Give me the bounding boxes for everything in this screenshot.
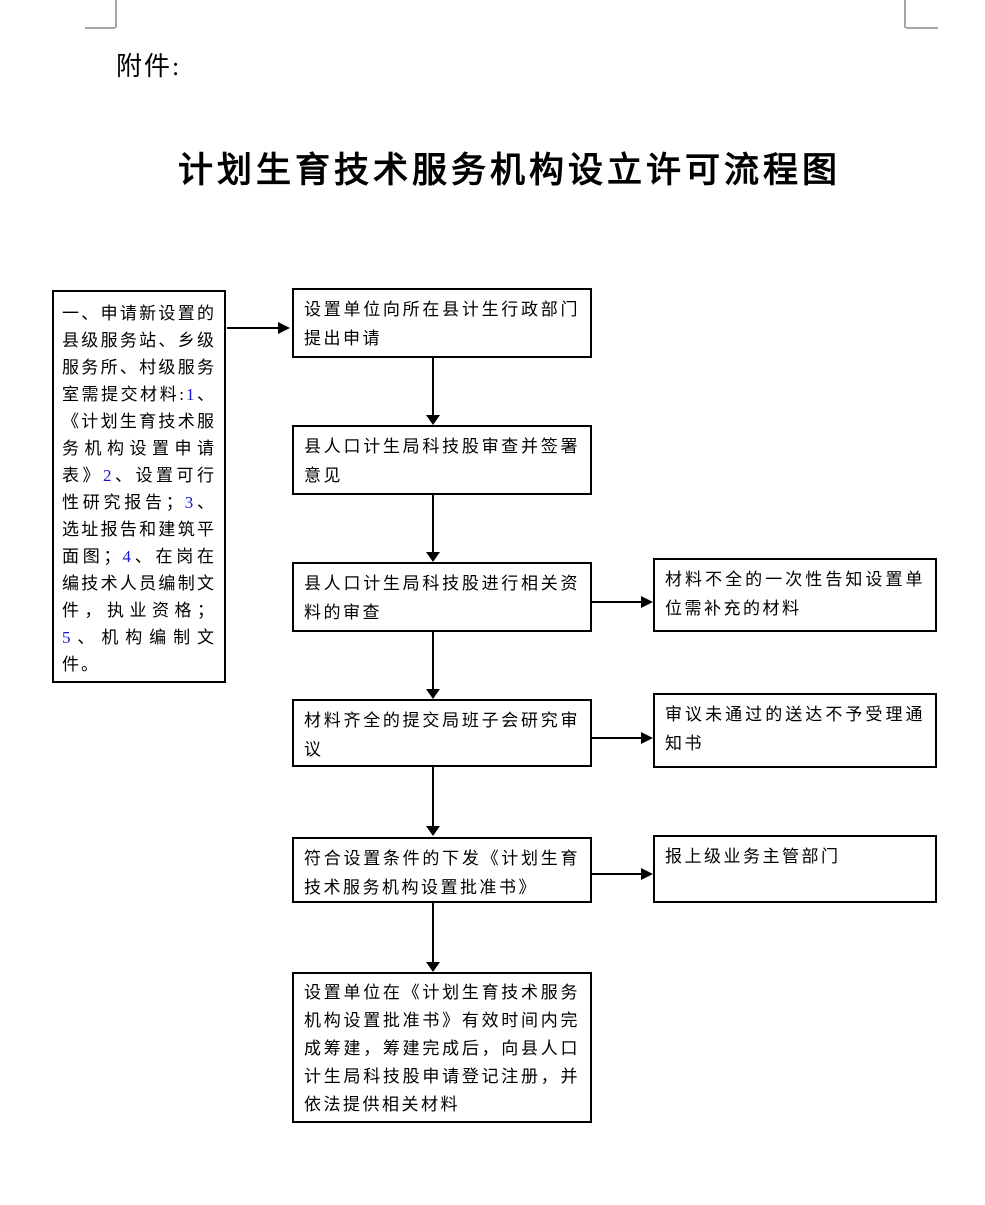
flow-box-text: 设置单位向所在县计生行政部门提出申请 (304, 300, 580, 348)
arrow-down-icon (426, 552, 440, 562)
side-box-incomplete-materials: 材料不全的一次性告知设置单位需补充的材料 (653, 558, 937, 632)
attachment-label: 附件: (116, 52, 182, 81)
side-box-text: 审议未通过的送达不予受理通知书 (665, 705, 925, 753)
flow-box-submit-application: 设置单位向所在县计生行政部门提出申请 (292, 288, 592, 358)
connector-review-to-material (432, 495, 434, 553)
crop-mark-top-left-vertical (115, 0, 117, 28)
flow-box-registration: 设置单位在《计划生育技术服务机构设置批准书》有效时间内完成筹建，筹建完成后，向县… (292, 972, 592, 1123)
arrow-right-icon (641, 596, 653, 608)
flow-box-material-review: 县人口计生局科技股进行相关资料的审查 (292, 562, 592, 632)
arrow-down-icon (426, 826, 440, 836)
connector-approval-to-registration (432, 903, 434, 963)
connector-note-to-apply (227, 327, 280, 329)
left-note-text: 一、申请新设置的县级服务站、乡级服务所、村级服务室需提交材料:1、《计划生育技术… (62, 304, 216, 674)
crop-mark-top-left-horizontal (85, 27, 115, 29)
flow-box-text: 材料齐全的提交局班子会研究审议 (304, 711, 580, 759)
left-note-box: 一、申请新设置的县级服务站、乡级服务所、村级服务室需提交材料:1、《计划生育技术… (52, 290, 226, 683)
side-box-text: 报上级业务主管部门 (665, 847, 841, 866)
flow-box-text: 符合设置条件的下发《计划生育技术服务机构设置批准书》 (304, 849, 580, 897)
crop-mark-top-right-vertical (904, 0, 906, 28)
flow-box-issue-approval: 符合设置条件的下发《计划生育技术服务机构设置批准书》 (292, 837, 592, 903)
flow-box-text: 县人口计生局科技股进行相关资料的审查 (304, 574, 580, 622)
arrow-down-icon (426, 689, 440, 699)
side-box-report-superior: 报上级业务主管部门 (653, 835, 937, 903)
arrow-right-icon (641, 868, 653, 880)
arrow-right-icon (641, 732, 653, 744)
crop-mark-top-right-horizontal (906, 27, 938, 29)
connector-committee-to-approval (432, 767, 434, 827)
connector-material-to-committee (432, 632, 434, 690)
connector-approval-to-superior (592, 873, 642, 875)
page-title: 计划生育技术服务机构设立许可流程图 (177, 151, 841, 190)
arrow-down-icon (426, 962, 440, 972)
side-box-text: 材料不全的一次性告知设置单位需补充的材料 (665, 570, 925, 618)
flow-box-text: 设置单位在《计划生育技术服务机构设置批准书》有效时间内完成筹建，筹建完成后，向县… (304, 983, 580, 1114)
connector-apply-to-review (432, 358, 434, 416)
connector-committee-to-rejection (592, 737, 642, 739)
arrow-right-icon (278, 322, 290, 334)
side-box-rejection-notice: 审议未通过的送达不予受理通知书 (653, 693, 937, 768)
flow-box-committee-deliberation: 材料齐全的提交局班子会研究审议 (292, 699, 592, 767)
flow-box-review-sign-opinion: 县人口计生局科技股审查并签署意见 (292, 425, 592, 495)
connector-material-to-incomplete (592, 601, 642, 603)
flow-box-text: 县人口计生局科技股审查并签署意见 (304, 437, 580, 485)
arrow-down-icon (426, 415, 440, 425)
